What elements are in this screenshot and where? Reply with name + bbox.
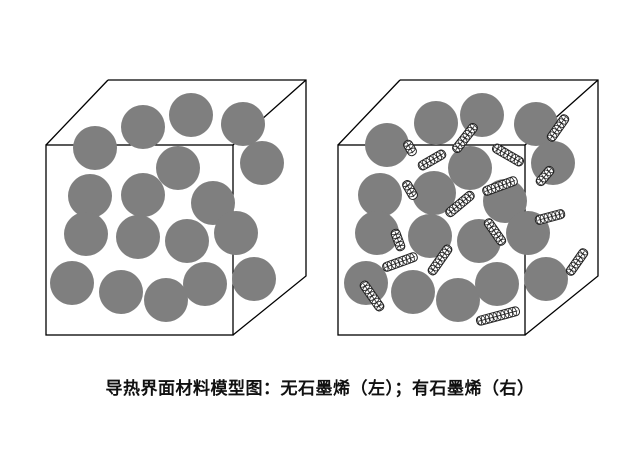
left-cube-depth-edge — [45, 79, 109, 146]
filler-particle — [514, 102, 558, 146]
filler-particle — [165, 219, 209, 263]
filler-particle — [144, 278, 188, 322]
graphene-sheet — [359, 280, 385, 312]
filler-particle — [116, 215, 160, 259]
filler-particle — [183, 262, 227, 306]
filler-particle — [121, 173, 165, 217]
filler-particle — [232, 257, 276, 301]
graphene-sheet — [482, 176, 518, 196]
graphene-sheet — [475, 306, 521, 326]
filler-particle — [169, 93, 213, 137]
filler-particle — [121, 105, 165, 149]
filler-particle — [191, 181, 235, 225]
filler-particle — [475, 262, 519, 306]
filler-particle — [355, 211, 399, 255]
filler-particle — [99, 270, 143, 314]
graphene-sheet — [491, 143, 525, 167]
left-cube-back-edges — [108, 79, 307, 336]
filler-particle — [436, 278, 480, 322]
graphene-sheet — [546, 114, 570, 142]
graphene-sheet — [403, 139, 417, 157]
filler-particle — [156, 146, 200, 190]
filler-particle — [408, 214, 452, 258]
filler-particle — [412, 171, 456, 215]
filler-particle — [68, 174, 112, 218]
graphene-sheet — [565, 248, 589, 276]
filler-particle — [524, 257, 568, 301]
figure-caption: 导热界面材料模型图：无石墨烯（左）；有石墨烯（右） — [105, 379, 535, 399]
filler-particle — [73, 126, 117, 170]
filler-particle — [50, 261, 94, 305]
filler-particle — [358, 173, 402, 217]
graphene-sheet — [390, 228, 406, 252]
graphene-sheet — [452, 122, 478, 154]
graphene-sheet — [402, 180, 418, 200]
right-cube-back-edges — [400, 79, 599, 336]
filler-particle — [365, 123, 409, 167]
filler-particle — [391, 270, 435, 314]
graphene-sheet — [534, 209, 566, 225]
cube-without-graphene — [45, 79, 307, 336]
graphene-sheet — [427, 244, 453, 276]
filler-particle — [448, 146, 492, 190]
cube-with-graphene — [337, 79, 599, 336]
filler-particle — [414, 101, 458, 145]
right-cube-depth-edge — [337, 79, 401, 146]
filler-particle — [214, 211, 258, 255]
graphene-sheet — [535, 165, 555, 187]
filler-particle — [64, 212, 108, 256]
graphene-sheet — [382, 252, 418, 272]
graphene-sheet — [483, 218, 507, 246]
filler-particle — [240, 141, 284, 185]
filler-particle — [221, 102, 265, 146]
graphene-sheet — [417, 149, 447, 171]
graphene-sheet — [445, 190, 475, 218]
